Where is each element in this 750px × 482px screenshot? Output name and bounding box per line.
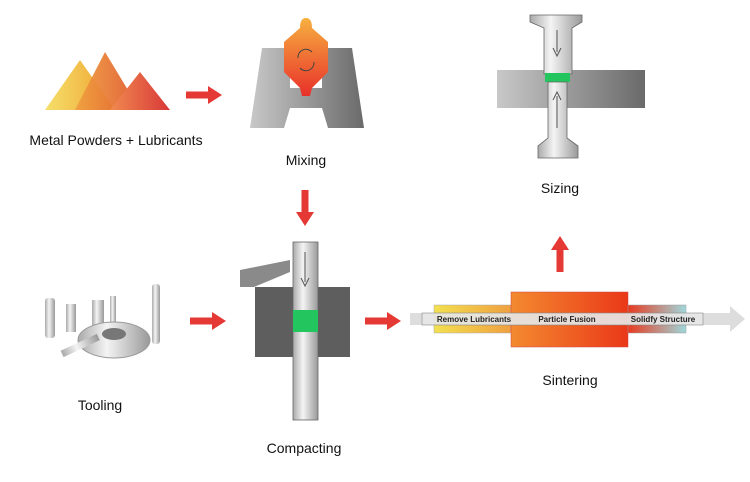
label-mixing: Mixing [285, 152, 327, 168]
arrow-up-icon [551, 236, 569, 272]
sizing-press-icon [497, 14, 645, 159]
arrow-right-icon [186, 86, 222, 104]
stage-particle-fusion: Particle Fusion [538, 315, 595, 324]
label-powders: Metal Powders + Lubricants [29, 132, 203, 148]
label-sintering: Sintering [542, 372, 598, 388]
stage-remove-lubricants: Remove Lubricants [437, 315, 512, 324]
stage-solidify-structure: Solidfy Structure [631, 315, 696, 324]
label-compacting: Compacting [266, 440, 342, 456]
arrow-right-icon [365, 312, 401, 330]
label-tooling: Tooling [77, 397, 123, 413]
powder-piles-icon [45, 52, 170, 110]
arrow-right-icon [190, 312, 226, 330]
tooling-icon [45, 284, 160, 359]
label-sizing: Sizing [540, 180, 580, 196]
compacting-press-icon [240, 241, 350, 421]
sintering-furnace-icon: Remove Lubricants Particle Fusion Solidf… [410, 291, 745, 348]
arrow-down-icon [296, 190, 314, 226]
mixer-icon [250, 18, 364, 128]
